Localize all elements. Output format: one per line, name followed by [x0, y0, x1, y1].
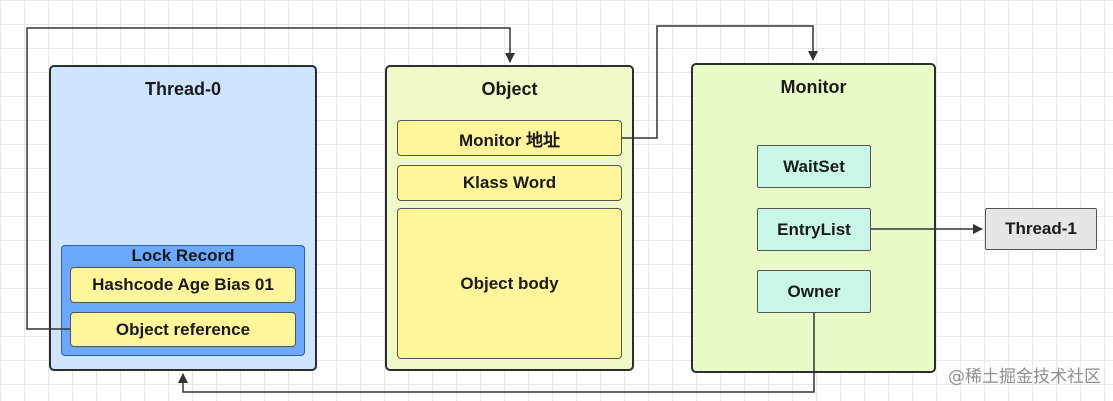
klass-word-field: Klass Word: [397, 165, 622, 201]
object-title: Object: [481, 79, 538, 99]
object-body-field: Object body: [397, 208, 622, 359]
wait-set-box: WaitSet: [757, 145, 871, 188]
hashcode-age-bias-field: Hashcode Age Bias 01: [70, 267, 296, 303]
thread-0-title: Thread-0: [144, 79, 222, 99]
lock-record-title: Lock Record: [131, 246, 235, 265]
entry-list-box: EntryList: [757, 208, 871, 251]
thread-1-box: Thread-1: [985, 208, 1097, 250]
monitor-address-field: Monitor 地址: [397, 120, 622, 156]
watermark: @稀土掘金技术社区: [948, 367, 1101, 387]
monitor-title: Monitor: [780, 77, 847, 97]
owner-box: Owner: [757, 270, 871, 313]
object-reference-field: Object reference: [70, 312, 296, 347]
